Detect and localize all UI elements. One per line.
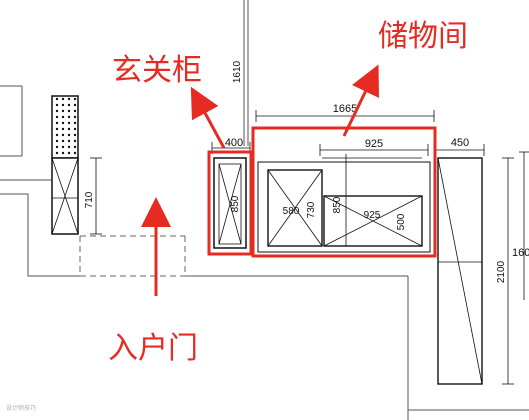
dim-1665-line	[255, 110, 435, 122]
entry-cabinet-arrow	[190, 86, 226, 149]
storage-room-drawing	[257, 154, 431, 253]
storage-room-highlight	[251, 126, 437, 258]
dim-450: 450	[451, 137, 469, 149]
dim-1600: 1600	[512, 247, 529, 259]
dim-500: 500	[396, 213, 407, 230]
dim-580: 580	[283, 206, 300, 217]
storage-room-label: 储物间	[378, 19, 468, 54]
dim-1665: 1665	[333, 103, 357, 115]
dim-925-top-line	[319, 144, 429, 156]
dim-2100-line	[502, 157, 514, 385]
entrance-door-opening	[79, 235, 186, 277]
right-tall-cabinet	[437, 157, 483, 385]
entry-cabinet-label: 玄关柜	[112, 53, 202, 88]
entry-cabinet-drawing	[213, 157, 247, 249]
dim-1610: 1610	[232, 60, 243, 83]
dim-925-top: 925	[365, 138, 383, 150]
dim-710: 710	[84, 191, 95, 208]
watermark: 设计师技巧	[6, 404, 36, 412]
dim-730: 730	[306, 201, 317, 218]
dim-925-inner: 925	[364, 210, 381, 221]
dim-850-left: 850	[230, 195, 241, 212]
dim-400: 400	[225, 137, 243, 149]
left-cabinet	[51, 95, 79, 235]
storage-room-arrow	[342, 64, 379, 137]
entrance-door-label: 入户门	[108, 331, 198, 366]
dim-710-line	[90, 157, 102, 235]
entry-cabinet-highlight	[207, 150, 253, 256]
dim-2100: 2100	[496, 260, 507, 283]
dim-1600-line	[519, 151, 529, 300]
dim-850-mid: 850	[332, 196, 343, 213]
